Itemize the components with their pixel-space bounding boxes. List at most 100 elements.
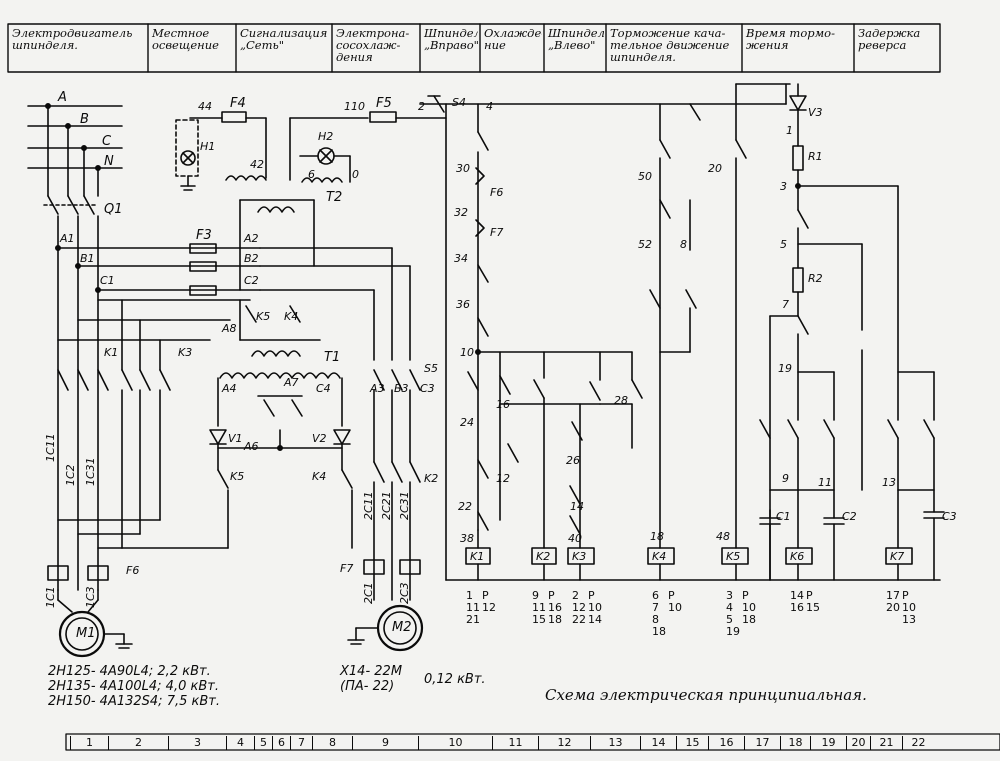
- coil-k6: K6: [790, 550, 805, 563]
- ref-k4-left: 6 7 8 18: [652, 589, 666, 638]
- ref-k6-left: 14 16: [790, 589, 804, 614]
- wire-6: 6: [308, 168, 315, 181]
- contact-k5-t1: K5: [256, 310, 271, 323]
- ref-k1-right: P 12: [482, 589, 496, 614]
- ref-k2-right: P 16 18: [548, 589, 562, 626]
- zone-number: 12: [538, 736, 590, 750]
- label-c2-cap: C2: [842, 510, 857, 523]
- wire-42: 42: [250, 158, 264, 171]
- node-22: 22: [458, 500, 472, 513]
- zone-number: 11: [492, 736, 538, 750]
- label-b1: B1: [80, 252, 95, 265]
- zone-number: 3: [168, 736, 226, 750]
- rung-k4-k5: [647, 103, 749, 581]
- zone-number: 5: [254, 736, 272, 750]
- rung-k6: [759, 83, 863, 581]
- node-32: 32: [454, 206, 468, 219]
- node-14: 14: [570, 500, 584, 513]
- local-light-circuit: [175, 111, 267, 191]
- node-19: 19: [778, 362, 792, 375]
- zone-number: 19: [810, 736, 846, 750]
- node-10: 10: [460, 346, 474, 359]
- wire-1c3: 1C3: [84, 586, 97, 608]
- header-spindle-right: Шпиндель „Вправо": [424, 26, 478, 52]
- rung-k7: [797, 185, 945, 581]
- ref-k5-right: P 10 18: [742, 589, 756, 626]
- node-40: 40: [568, 532, 582, 545]
- ref-k3-right: P 10 14: [588, 589, 602, 626]
- ref-k2-left: 9 11 15: [532, 589, 546, 626]
- label-phase-c: C: [102, 134, 112, 149]
- label-s5: S5: [424, 362, 438, 375]
- zone-number: 4: [226, 736, 254, 750]
- label-a2: A2: [244, 232, 259, 245]
- label-h1: H1: [200, 140, 216, 153]
- wire-1c2: 1C2: [64, 464, 77, 486]
- label-t1: T1: [324, 350, 341, 365]
- wire-2c1: 2C1: [362, 582, 375, 604]
- ref-k7-right: P 10 13: [902, 589, 916, 626]
- header-coolant-pump: Электрона-сосохлаж-дения: [336, 26, 410, 64]
- label-f6: F6: [490, 186, 504, 199]
- label-c4: C4: [316, 382, 331, 395]
- node-34: 34: [454, 252, 468, 265]
- node-20: 20: [708, 162, 722, 175]
- header-grid: [7, 23, 941, 73]
- node-3: 3: [780, 180, 787, 193]
- wire-4: 4: [486, 100, 493, 113]
- header-spindle-left: Шпиндель „Влево": [548, 26, 604, 52]
- node-38: 38: [460, 532, 474, 545]
- rung-k2: [499, 351, 601, 581]
- zone-number: 20: [846, 736, 870, 750]
- label-q1: Q1: [104, 202, 123, 217]
- label-neutral: N: [104, 154, 114, 169]
- wire-1c31: 1C31: [84, 457, 97, 486]
- label-c2: C2: [244, 274, 259, 287]
- label-v3: V3: [808, 106, 823, 119]
- node-1: 1: [786, 124, 793, 137]
- ref-k6-right: P 15: [806, 589, 820, 614]
- zone-number: 18: [780, 736, 810, 750]
- label-c3-cap: C3: [942, 510, 957, 523]
- zone-strip: [65, 733, 1000, 751]
- label-phase-a: A: [58, 90, 67, 105]
- supply-lines: [27, 103, 123, 591]
- label-phase-b: B: [80, 112, 89, 127]
- contact-k4-brake: K4: [312, 470, 327, 483]
- label-c3: C3: [420, 382, 435, 395]
- node-48: 48: [716, 530, 730, 543]
- label-r1: R1: [808, 150, 823, 163]
- label-m2: M2: [392, 620, 412, 635]
- zone-number: 10: [418, 736, 492, 750]
- label-a1: A1: [60, 232, 75, 245]
- label-s4: S4: [452, 96, 466, 109]
- motor-m2-spec-line: X14- 22M: [340, 664, 403, 679]
- label-a4: A4: [222, 382, 237, 395]
- wire-1c11: 1C11: [44, 433, 57, 462]
- node-13: 13: [882, 476, 896, 489]
- wire-1c1: 1C1: [44, 586, 57, 608]
- header-cooling: Охлажде-ние: [484, 26, 542, 52]
- zone-number: 21: [870, 736, 902, 750]
- contact-k3-main: K3: [178, 346, 193, 359]
- motor-m2-specs: X14- 22M (ПА- 22): [340, 664, 402, 694]
- wire-0: 0: [352, 168, 359, 181]
- coil-k1: K1: [470, 550, 485, 563]
- wire-2c11: 2C11: [362, 491, 375, 520]
- wire-110: 110: [344, 100, 365, 113]
- ref-k4-right: P 10: [668, 589, 682, 614]
- coil-k2: K2: [536, 550, 551, 563]
- ref-k3-left: 2 12 22: [572, 589, 586, 626]
- control-bus: [54, 243, 411, 361]
- coil-k4: K4: [652, 550, 667, 563]
- node-5: 5: [780, 238, 787, 251]
- header-brake-time: Время тормо-жения: [746, 26, 835, 52]
- label-f7: F7: [490, 226, 504, 239]
- motor-m1-spec-line: 2H135- 4A100L4; 4,0 кВт.: [48, 679, 219, 694]
- header-braking: Торможение кача-тельное движение шпиндел…: [610, 26, 730, 64]
- signal-circuit: [289, 111, 447, 183]
- zone-number: 16: [708, 736, 744, 750]
- label-c1-cap: C1: [776, 510, 791, 523]
